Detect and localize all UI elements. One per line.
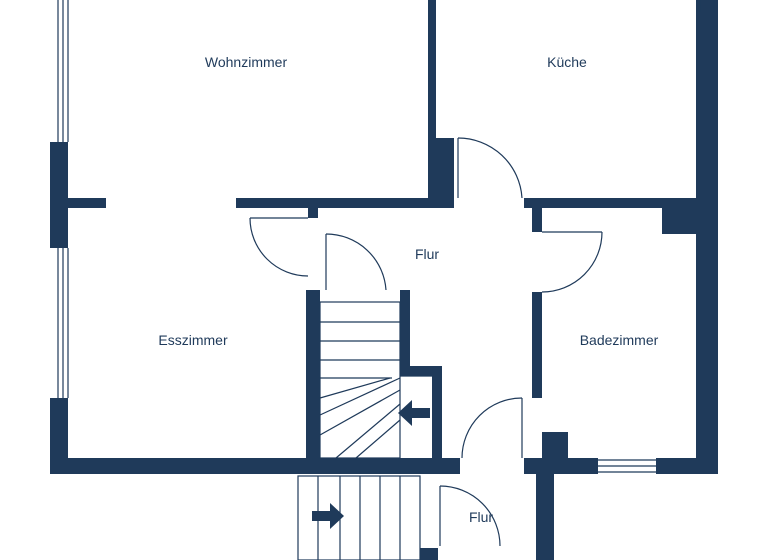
- wall-living-kitchen-lower: [436, 138, 454, 202]
- windows: [57, 0, 715, 473]
- door-swing-icon: [461, 397, 523, 459]
- wall-stair-right-box: [400, 366, 442, 376]
- room-label-badezimmer: Badezimmer: [579, 332, 659, 348]
- wall-stair-left: [306, 290, 320, 460]
- wall-stair-right-top: [400, 290, 410, 374]
- stair-arrow-icon: [398, 400, 430, 426]
- walls: [50, 0, 718, 560]
- room-label-kueche: Küche: [547, 54, 587, 70]
- room-label-wohnzimmer: Wohnzimmer: [204, 54, 288, 70]
- wall-right-notch: [662, 198, 702, 234]
- door-swing-icon: [439, 485, 501, 547]
- wall-living-kitchen: [428, 0, 436, 208]
- wall-kitchen-bottom: [524, 198, 704, 208]
- wall-flur-stub: [308, 208, 318, 218]
- door-swing-icon: [325, 233, 387, 291]
- wall-lower-stair-bottom: [420, 548, 438, 560]
- room-label-flur-unten: Flur: [468, 509, 494, 525]
- wall-lower-flur-right: [536, 458, 554, 560]
- door-swing-icon: [457, 137, 523, 199]
- stair-arrow-icon: [312, 503, 344, 529]
- doors: [249, 137, 603, 547]
- wall-bottom-left: [50, 458, 460, 474]
- wall-bath-left-mid: [532, 292, 542, 398]
- wall-stub-left: [68, 198, 106, 208]
- wall-right: [696, 0, 718, 474]
- wall-left-lower: [50, 398, 68, 474]
- room-label-esszimmer: Esszimmer: [158, 332, 228, 348]
- room-label-flur-oben: Flur: [414, 246, 440, 262]
- wall-left-upper: [50, 142, 68, 248]
- wall-stair-right-vert: [432, 366, 442, 460]
- door-swing-icon: [541, 231, 603, 293]
- wall-bath-left: [532, 198, 542, 232]
- staircase-upper: [319, 301, 432, 459]
- wall-mid-horizontal: [236, 198, 454, 208]
- door-swing-icon: [249, 217, 309, 277]
